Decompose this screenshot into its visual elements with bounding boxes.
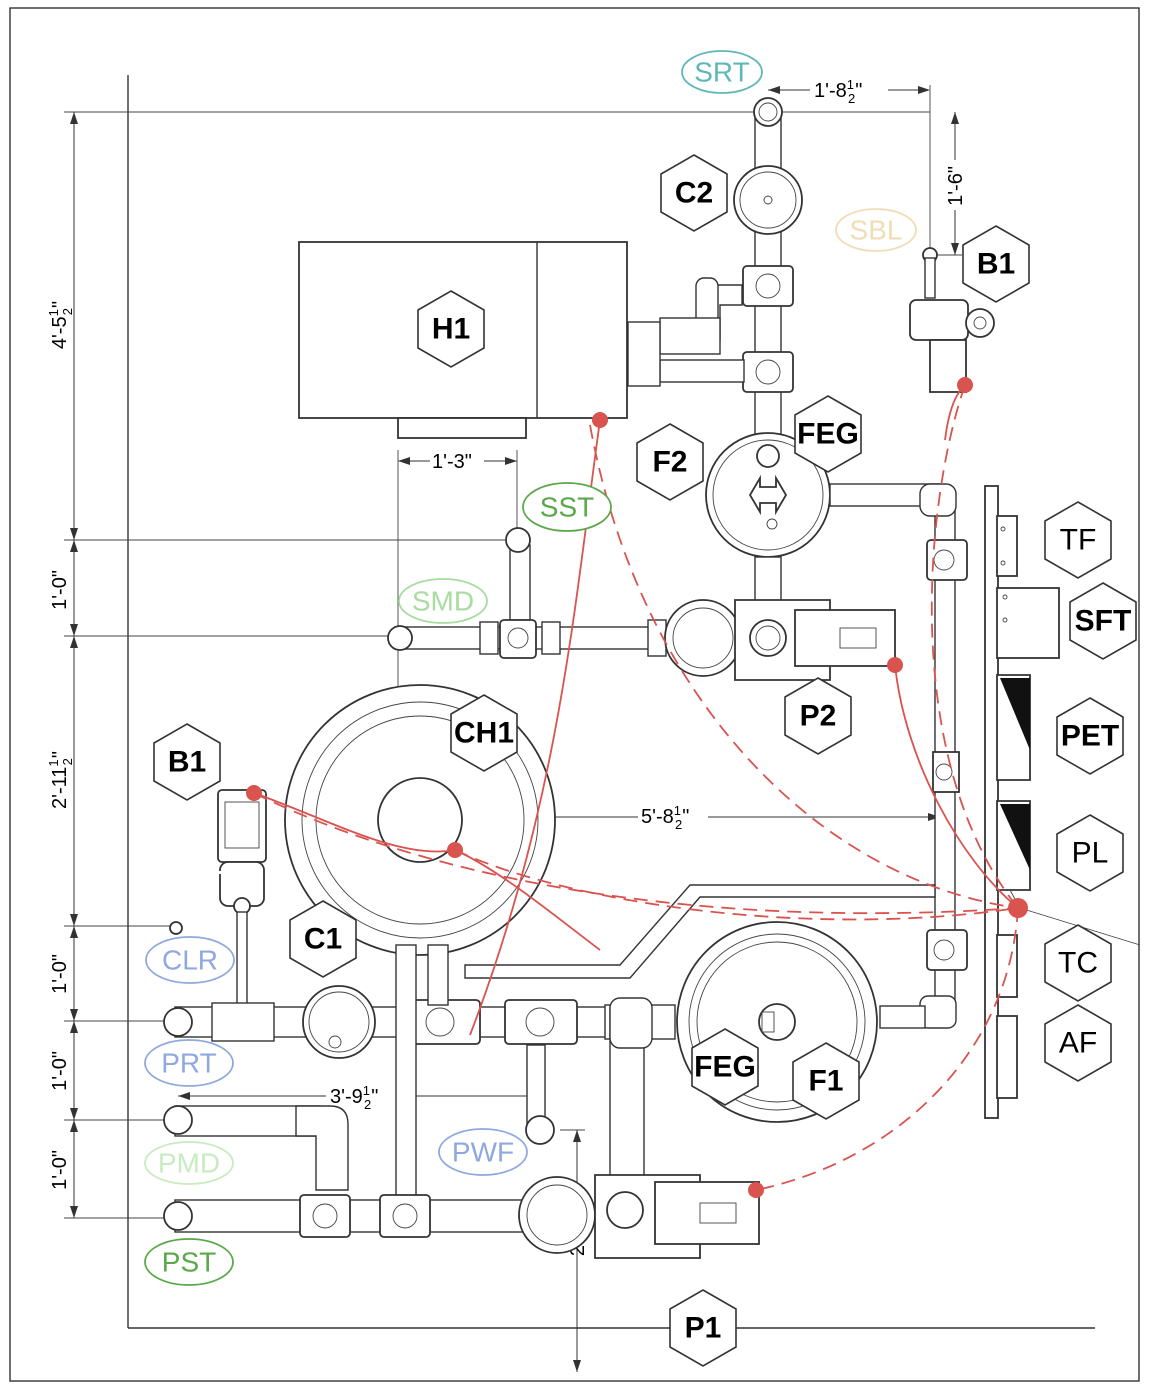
- pipe-tag-pwf-outline: [438, 1128, 528, 1176]
- pipe-right-vertical: [879, 483, 968, 1029]
- dim-line-pwf: [178, 1084, 540, 1108]
- pump-p2-assembly: [387, 527, 896, 681]
- pipe-tag-sst-outline: [522, 482, 612, 532]
- svg-text:PET: PET: [1061, 720, 1119, 753]
- svg-text:SFT: SFT: [1075, 605, 1132, 638]
- svg-text:F1: F1: [808, 1065, 843, 1098]
- svg-text:FEG: FEG: [694, 1051, 756, 1084]
- pipe-tag-srt-label: SRT: [694, 57, 750, 88]
- tag-feg-bottom[interactable]: FEG: [691, 1028, 759, 1106]
- svg-text:TC: TC: [1058, 947, 1098, 980]
- tag-p1[interactable]: P1: [669, 1289, 737, 1367]
- pipe-tag-prt[interactable]: PRT: [144, 1039, 234, 1087]
- dim-line-sbl-drop: [930, 112, 966, 256]
- svg-text:PL: PL: [1072, 837, 1109, 870]
- pipe-tag-pwf-label: PWF: [452, 1137, 514, 1168]
- pipe-tag-clr-outline: [145, 936, 235, 984]
- pipe-tag-srt-outline: [681, 50, 763, 94]
- sheet-border: [9, 7, 1140, 1382]
- pipe-tag-sst[interactable]: SST: [522, 482, 612, 532]
- dim-sbl-drop: 1'-6": [945, 166, 967, 206]
- pipe-tag-smd-outline: [398, 578, 488, 624]
- tag-f2[interactable]: F2: [636, 423, 704, 501]
- tag-pet[interactable]: PET: [1056, 697, 1124, 775]
- dim-smd-spacing: 1'-0": [49, 570, 71, 610]
- tag-f1[interactable]: F1: [792, 1042, 860, 1120]
- tag-b1-top[interactable]: B1: [962, 225, 1030, 303]
- pipe-tag-srt[interactable]: SRT: [681, 50, 763, 94]
- pipe-tag-sbl[interactable]: SBL: [835, 208, 917, 252]
- svg-text:B1: B1: [168, 746, 206, 779]
- pipe-tag-pst-outline: [144, 1238, 234, 1286]
- tag-h1[interactable]: H1: [417, 290, 485, 368]
- pump-p1-assembly: [163, 1105, 760, 1259]
- svg-text:P1: P1: [685, 1312, 722, 1345]
- tag-c1[interactable]: C1: [289, 900, 357, 978]
- svg-text:C1: C1: [304, 923, 342, 956]
- pipe-tag-sbl-outline: [835, 208, 917, 252]
- tag-tf[interactable]: TF: [1044, 501, 1112, 579]
- dim-heater-offset: 1'-3": [432, 451, 472, 473]
- svg-text:AF: AF: [1059, 1027, 1097, 1060]
- pipe-tag-pmd-outline: [144, 1141, 234, 1185]
- pipe-tag-sst-label: SST: [540, 492, 594, 523]
- electrical-panel: [984, 485, 1141, 1119]
- pipe-tag-pmd[interactable]: PMD: [144, 1141, 234, 1185]
- pipe-return-vertical: [627, 97, 803, 439]
- dim-clr-spacing: 1'-0": [49, 954, 71, 994]
- svg-text:P2: P2: [800, 700, 837, 733]
- tag-af[interactable]: AF: [1044, 1004, 1112, 1082]
- tag-ch1[interactable]: CH1: [450, 694, 518, 772]
- left-dimension-chain: [64, 111, 930, 1219]
- svg-text:H1: H1: [432, 313, 470, 346]
- electrical-wiring: [246, 377, 1028, 1198]
- pipe-tag-prt-label: PRT: [161, 1048, 217, 1079]
- dim-overall-top: 4'-512": [46, 301, 75, 349]
- dim-prt-spacing: 1'-0": [49, 1051, 71, 1091]
- pipe-tag-pwf[interactable]: PWF: [438, 1128, 528, 1176]
- tag-b1-left[interactable]: B1: [153, 723, 221, 801]
- tag-feg-top[interactable]: FEG: [794, 395, 862, 473]
- dim-mid-span: 2'-1112": [46, 751, 75, 809]
- svg-text:C2: C2: [675, 177, 713, 210]
- pipe-tag-prt-outline: [144, 1039, 234, 1087]
- svg-text:TF: TF: [1060, 524, 1097, 557]
- filter-f2-body: [705, 432, 941, 628]
- tag-tc[interactable]: TC: [1044, 924, 1112, 1002]
- pipe-prt-line: [163, 884, 936, 1216]
- svg-text:F2: F2: [652, 446, 687, 479]
- tag-sft[interactable]: SFT: [1069, 582, 1137, 660]
- pipe-tag-pst[interactable]: PST: [144, 1238, 234, 1286]
- dim-pmd-spacing: 1'-0": [49, 1150, 71, 1190]
- pipe-tag-clr[interactable]: CLR: [145, 936, 235, 984]
- heater-h1-body: [298, 241, 628, 439]
- booster-b1-left: [169, 789, 267, 1009]
- svg-text:B1: B1: [977, 248, 1015, 281]
- tag-pl[interactable]: PL: [1056, 814, 1124, 892]
- pipe-tag-pmd-label: PMD: [158, 1148, 220, 1179]
- pipe-tag-pst-label: PST: [162, 1247, 216, 1278]
- pipe-tag-smd-label: SMD: [412, 586, 474, 617]
- dim-line-srt-sbl: [768, 78, 931, 260]
- tag-p2[interactable]: P2: [784, 677, 852, 755]
- pipe-tag-clr-label: CLR: [162, 945, 218, 976]
- tag-c2[interactable]: C2: [660, 154, 728, 232]
- svg-text:CH1: CH1: [454, 717, 514, 750]
- svg-text:FEG: FEG: [797, 418, 859, 451]
- pipe-tag-smd[interactable]: SMD: [398, 578, 488, 624]
- dim-line-p1: [560, 1129, 585, 1372]
- pipe-tag-sbl-label: SBL: [850, 215, 903, 246]
